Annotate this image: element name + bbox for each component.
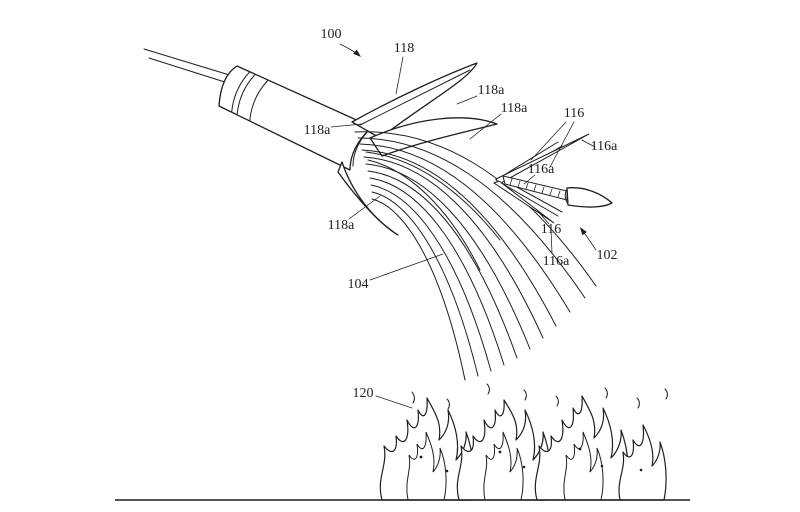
leader-116a-mid — [523, 174, 536, 185]
leader-104 — [369, 253, 444, 281]
leader-118 — [395, 56, 404, 95]
debris-marks — [411, 383, 668, 410]
leader-116a-lower — [550, 229, 553, 254]
petal-right — [369, 117, 498, 157]
ref-label-116a-right: 116a — [591, 139, 618, 154]
ref-label-116a-mid: 116a — [528, 162, 555, 177]
ref-label-102: 102 — [597, 248, 618, 263]
ref-label-116-lower: 116 — [541, 222, 561, 237]
ref-label-104: 104 — [348, 277, 369, 292]
flame-cluster — [456, 399, 552, 501]
leader-lines — [330, 43, 597, 409]
arrowhead-102 — [580, 227, 587, 236]
body-petals — [337, 62, 498, 236]
body-ring — [236, 74, 256, 115]
ref-label-116-top: 116 — [564, 106, 584, 121]
flame-cluster — [379, 397, 475, 501]
rear-cap — [218, 65, 238, 107]
ref-label-120: 120 — [353, 386, 374, 401]
body-ring — [249, 79, 269, 121]
leader-118a-right — [469, 113, 502, 140]
leader-116a-right — [581, 139, 596, 148]
ref-label-116a-lower: 116a — [543, 254, 570, 269]
ref-label-118a-lower: 118a — [328, 218, 355, 233]
leader-116-lower — [535, 208, 550, 225]
leader-118a-left — [330, 123, 363, 128]
flames — [379, 383, 668, 501]
spray-streams — [354, 131, 597, 381]
ref-label-118a-top: 118a — [478, 83, 505, 98]
petal-lower — [337, 161, 399, 236]
leader-118a-top — [456, 95, 478, 105]
leader-118a-lower — [348, 195, 381, 220]
fin-vee — [495, 141, 559, 217]
projectile-body — [218, 65, 373, 171]
ref-label-118: 118 — [394, 41, 414, 56]
flame-dots — [419, 447, 643, 473]
nose-cone — [566, 187, 613, 208]
nose-cone-base — [564, 188, 569, 205]
tail-lines — [143, 48, 237, 85]
ref-label-118a-right: 118a — [501, 101, 528, 116]
arrowhead-100 — [353, 49, 361, 57]
body-ring — [231, 71, 251, 113]
ref-labels: 100 118 118a 118a 116 116a 118a 116a 118… — [304, 27, 618, 401]
flame-inner-lines — [406, 431, 604, 501]
flame-cluster — [534, 395, 630, 501]
leader-116-top-a — [530, 121, 567, 161]
leader-102 — [582, 230, 597, 251]
ref-label-100: 100 — [321, 27, 342, 42]
leader-116-top-b — [549, 121, 575, 168]
mouth-arc — [352, 129, 370, 167]
flame-cluster — [618, 424, 667, 501]
ref-label-118a-left: 118a — [304, 123, 331, 138]
shaft-hatching — [509, 178, 561, 198]
leader-120 — [375, 395, 413, 409]
